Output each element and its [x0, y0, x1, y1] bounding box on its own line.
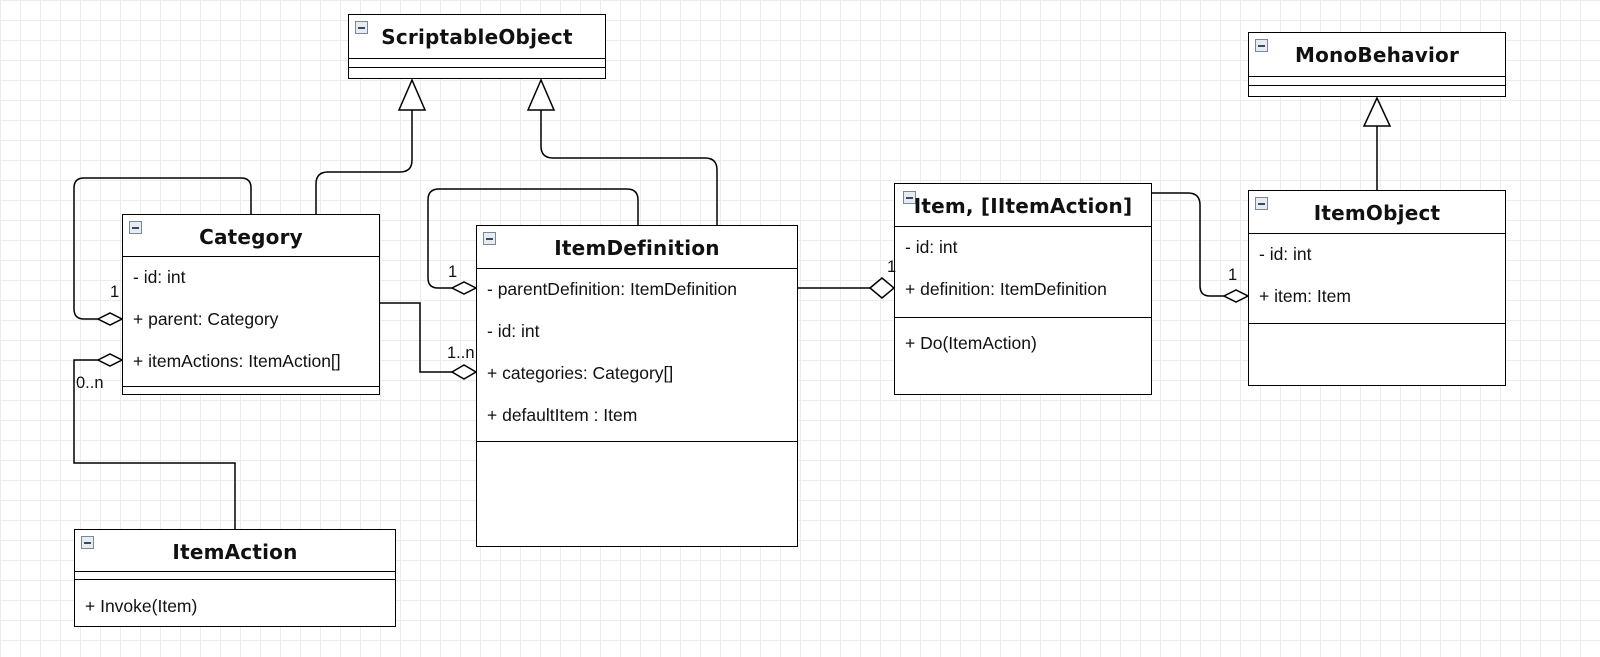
class-scriptableobject[interactable]: ScriptableObject: [348, 14, 606, 79]
compartment-divider: [75, 579, 395, 580]
attribute-itemactions: + itemActions: ItemAction[]: [133, 351, 341, 371]
compartment-divider: [477, 441, 797, 442]
category-parent-self-edge: [73, 177, 252, 320]
class-header: ItemObject: [1249, 191, 1505, 234]
itemdefinition-parent-self-edge: [427, 188, 639, 289]
aggregation-diamond: [450, 364, 478, 380]
class-header: Category: [123, 215, 379, 257]
aggregation-diamond: [96, 312, 124, 326]
category-inherits-scriptableobject-edge: [315, 110, 413, 214]
attribute-id: - id: int: [905, 237, 958, 257]
attribute-parent: + parent: Category: [133, 309, 279, 329]
class-name: ItemObject: [1313, 201, 1441, 225]
collapse-icon[interactable]: [483, 232, 496, 245]
aggregation-diamond: [1222, 289, 1250, 303]
attribute-parentdefinition: - parentDefinition: ItemDefinition: [487, 279, 737, 299]
attribute-id: - id: int: [1259, 244, 1312, 264]
class-itemaction[interactable]: ItemAction + Invoke(Item): [74, 529, 396, 627]
class-name: MonoBehavior: [1294, 43, 1460, 67]
multiplicity-label: 1: [448, 263, 458, 281]
class-header: ScriptableObject: [349, 15, 605, 59]
class-name: Category: [199, 225, 303, 249]
aggregation-diamond: [96, 353, 124, 367]
itemdefinition-inherits-scriptableobject-edge: [540, 110, 718, 225]
multiplicity-label: 0..n: [76, 374, 104, 392]
class-itemobject[interactable]: ItemObject - id: int + item: Item: [1248, 190, 1506, 386]
multiplicity-label: 1: [887, 258, 897, 276]
class-header: ItemAction: [75, 530, 395, 572]
class-name: ScriptableObject: [381, 25, 573, 49]
class-name: Item, [IItemAction]: [913, 194, 1133, 218]
class-name: ItemAction: [172, 540, 298, 564]
class-category[interactable]: Category - id: int + parent: Category + …: [122, 214, 380, 395]
class-itemdefinition[interactable]: ItemDefinition - parentDefinition: ItemD…: [476, 225, 798, 547]
generalization-arrowhead: [526, 78, 556, 111]
attribute-categories: + categories: Category[]: [487, 363, 674, 383]
compartment-divider: [1249, 85, 1505, 86]
method-invoke: + Invoke(Item): [85, 596, 198, 616]
attribute-id: - id: int: [487, 321, 540, 341]
aggregation-diamond: [450, 281, 478, 295]
itemdefinition-categories-edge: [380, 302, 452, 373]
collapse-icon[interactable]: [903, 191, 916, 204]
multiplicity-label: 1..n: [447, 344, 475, 362]
itemobject-item-edge: [1152, 192, 1224, 297]
generalization-arrowhead: [397, 78, 427, 111]
collapse-icon[interactable]: [1255, 39, 1268, 52]
class-header: ItemDefinition: [477, 226, 797, 269]
class-name: ItemDefinition: [554, 236, 720, 260]
attribute-item: + item: Item: [1259, 286, 1351, 306]
class-monobehavior[interactable]: MonoBehavior: [1248, 32, 1506, 97]
category-itemactions-edge: [73, 359, 236, 529]
attribute-defaultitem: + defaultItem : Item: [487, 405, 638, 425]
aggregation-diamond: [868, 277, 896, 299]
attribute-definition: + definition: ItemDefinition: [905, 279, 1107, 299]
compartment-divider: [349, 67, 605, 68]
compartment-divider: [123, 386, 379, 387]
attribute-id: - id: int: [133, 267, 186, 287]
multiplicity-label: 1: [1228, 266, 1238, 284]
multiplicity-label: 1: [110, 283, 120, 301]
compartment-divider: [895, 317, 1151, 318]
generalization-arrowhead: [1362, 96, 1392, 127]
collapse-icon[interactable]: [355, 21, 368, 34]
collapse-icon[interactable]: [129, 221, 142, 234]
method-do: + Do(ItemAction): [905, 333, 1037, 353]
class-item[interactable]: Item, [IItemAction] - id: int + definiti…: [894, 183, 1152, 395]
collapse-icon[interactable]: [81, 536, 94, 549]
class-header: Item, [IItemAction]: [895, 184, 1151, 227]
class-header: MonoBehavior: [1249, 33, 1505, 77]
collapse-icon[interactable]: [1255, 197, 1268, 210]
compartment-divider: [1249, 323, 1505, 324]
